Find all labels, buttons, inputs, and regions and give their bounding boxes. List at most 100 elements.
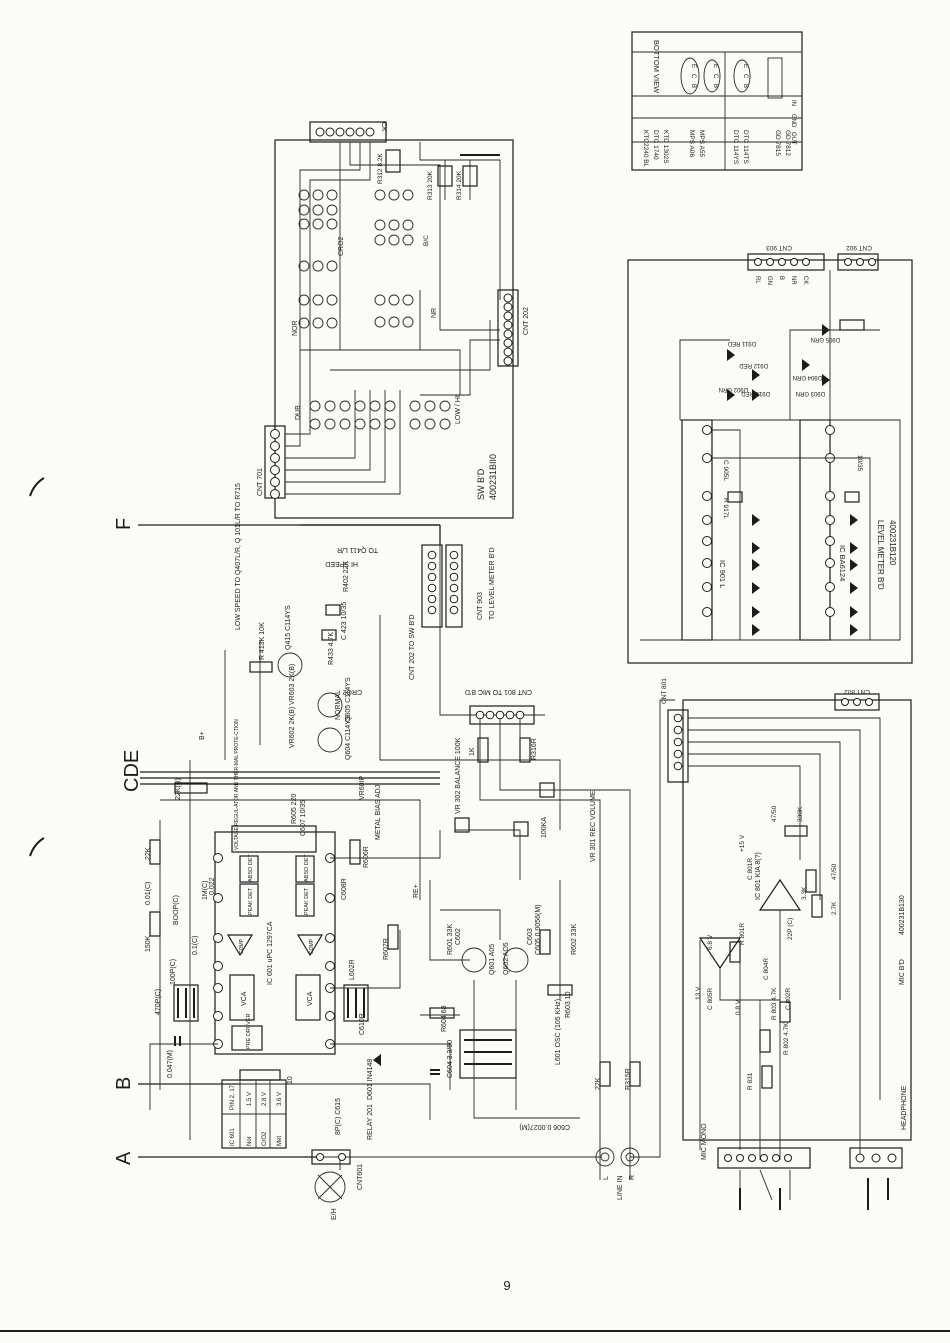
part-c615: 8P(C) C615: [335, 1098, 342, 1135]
part-470p: 470P(C): [155, 989, 162, 1015]
block-comp-2: COMP: [309, 938, 315, 954]
part-r603: R603 10: [565, 991, 572, 1018]
part-r607r: R607R: [383, 938, 390, 960]
sw-switch-nor: NOR: [292, 320, 299, 336]
bottom-view-header: BOTTOM VIEW: [652, 40, 661, 94]
part-22k-a: 22K: [145, 847, 152, 860]
bc-label: B/C: [423, 235, 430, 246]
lm-res-label: R 917L: [722, 498, 729, 519]
bottom-rule: [0, 1330, 950, 1332]
mic-ic801: IC 801 KIA 8(?): [755, 852, 762, 900]
note-low-speed: LOW SPEED TO Q407L/R, Q 101L/R TO R715: [235, 483, 242, 630]
section-marker-b: B: [113, 1077, 135, 1090]
section-marker-a: A: [113, 1151, 135, 1165]
cnt202-connector: [497, 289, 519, 367]
line-in-l-label: L: [603, 1176, 610, 1180]
lm-led-d910: D910 RED: [741, 390, 770, 396]
note-normal: NORMAL: [335, 690, 342, 720]
section-markers: A B CDE F: [113, 518, 143, 1165]
part-c608r: C608R: [341, 878, 348, 900]
sw-board-part: 400231BII0: [488, 454, 498, 500]
mic-c805r: C 805R: [707, 988, 714, 1010]
main-board: VCA VCA PRE DRI-VER PEAK DET ABSO DET PE…: [145, 483, 675, 1203]
eh-label: E/H: [331, 1208, 338, 1220]
r314-label: R314 20K: [456, 170, 463, 200]
block-abso-det-1: ABSO DET: [248, 854, 254, 882]
tt-row0-pin0: E: [690, 64, 696, 68]
ic-ba6124-outline: [799, 419, 831, 641]
tt-row1-type1: MPS A55: [698, 130, 705, 157]
part-r604: R604 68: [441, 1005, 448, 1032]
cnt801-mic-connector: [667, 709, 689, 783]
note-to-q411: TO Q411 L/R: [337, 546, 378, 553]
part-22kb: 22K(B): [175, 778, 182, 800]
sw-board: CNT 701 CK: [257, 121, 530, 519]
cnt801-mic-label: CNT 801: [661, 678, 668, 704]
part-c604: C604 3.3/50: [447, 1040, 454, 1078]
part-c607: C607 10/35: [300, 800, 307, 836]
section-marker-f: F: [113, 518, 135, 530]
mic-2-7k: 2.7K: [831, 901, 838, 915]
mic-47-50-b: 47/50: [831, 863, 838, 880]
tt-row3-type1: GD 7812: [784, 130, 791, 156]
block-pre-driver: PRE DRI-VER: [246, 1014, 252, 1049]
mic-r801r: R 801R: [739, 923, 746, 945]
r312-label: R312 8.2K: [377, 153, 384, 184]
headphone-label: HEADPHONE: [901, 1085, 908, 1130]
lm-pin-rl: RL: [754, 276, 760, 284]
block-vca-2: VCA: [307, 991, 314, 1006]
part-boop: BOOP(C): [173, 895, 180, 925]
tt-row1-pin1: C: [712, 74, 718, 79]
part-c603: C603: [527, 928, 534, 945]
part-1k: 1K: [469, 747, 476, 756]
part-q604: Q604 C114YS: [345, 715, 352, 760]
sw-board-title: SW B'D: [476, 468, 486, 500]
punch-hole-top: [29, 477, 45, 497]
part-q601: Q601 A05: [489, 944, 496, 975]
cnt601-label: CNT601: [357, 1164, 364, 1190]
mic-330k: 330K: [797, 806, 804, 822]
pin-table-row2-mode: Met: [277, 1136, 283, 1146]
part-r316r: R316R: [531, 738, 538, 760]
tt-row0-pin2: B: [690, 84, 696, 88]
cnt902-connector: [837, 253, 879, 271]
part-r402: R402 22K: [343, 561, 350, 592]
pin-table-header-pin: PIN 2, 17: [230, 1084, 236, 1110]
level-meter-part: 400231B120: [888, 520, 897, 566]
tt-row3-type0: GD 7815: [774, 130, 781, 156]
punch-hole-bottom: [29, 837, 45, 857]
cnt701-label: CNT 701: [257, 468, 264, 496]
lm-led-d904: D904 GRN: [793, 374, 822, 380]
tt-row0-type0: KTC2240 BL: [642, 130, 649, 168]
tt-row1-pin0: E: [712, 64, 718, 68]
part-10: 10: [287, 1076, 294, 1084]
lm-cap-label: 10/35: [856, 455, 863, 472]
part-0-01c: 0.01(C): [145, 882, 152, 905]
block-peak-det-2: PEAK DET: [304, 887, 310, 915]
part-r601: R601 33K: [447, 924, 454, 955]
ic601-outline: [214, 831, 336, 1055]
cnt903-main-connector: [421, 544, 443, 628]
part-relay201: RELAY 201: [367, 1104, 374, 1140]
part-c606: C606 0.0027(M): [519, 1123, 570, 1130]
mic-c804r: C 804R: [763, 958, 770, 980]
block-vca-1: VCA: [241, 991, 248, 1006]
part-r602: R602 33K: [571, 924, 578, 955]
ic601-pin-table: IC 601 PIN 2, 17 Nor 1.5 V CrO2 2.8 V Me…: [221, 1079, 287, 1149]
part-c423: C 423 10/35: [341, 602, 348, 640]
part-metal-bias: METAL BIAS ADJ: [375, 785, 382, 840]
part-c605: C605 0.0056(M): [535, 904, 542, 955]
part-vr301: VR 301 REC VOLUME: [590, 790, 597, 862]
part-r606r: R606R: [363, 846, 370, 868]
diode-d601: [373, 1054, 381, 1066]
pin-table-row1-mode: CrO2: [262, 1131, 268, 1146]
line-in-jack-l: [595, 1147, 615, 1167]
ic601-label: IC 601 uPC 1297CA: [267, 921, 274, 985]
part-0-1c: 0.1(C): [192, 936, 199, 955]
part-bplus: B+: [199, 731, 206, 740]
lm-pin-b: B: [778, 276, 784, 280]
part-r413: R 413K 10K: [259, 622, 266, 660]
tt-row3-pin0: IN: [790, 100, 796, 106]
part-100ka: 100KA: [541, 817, 548, 838]
